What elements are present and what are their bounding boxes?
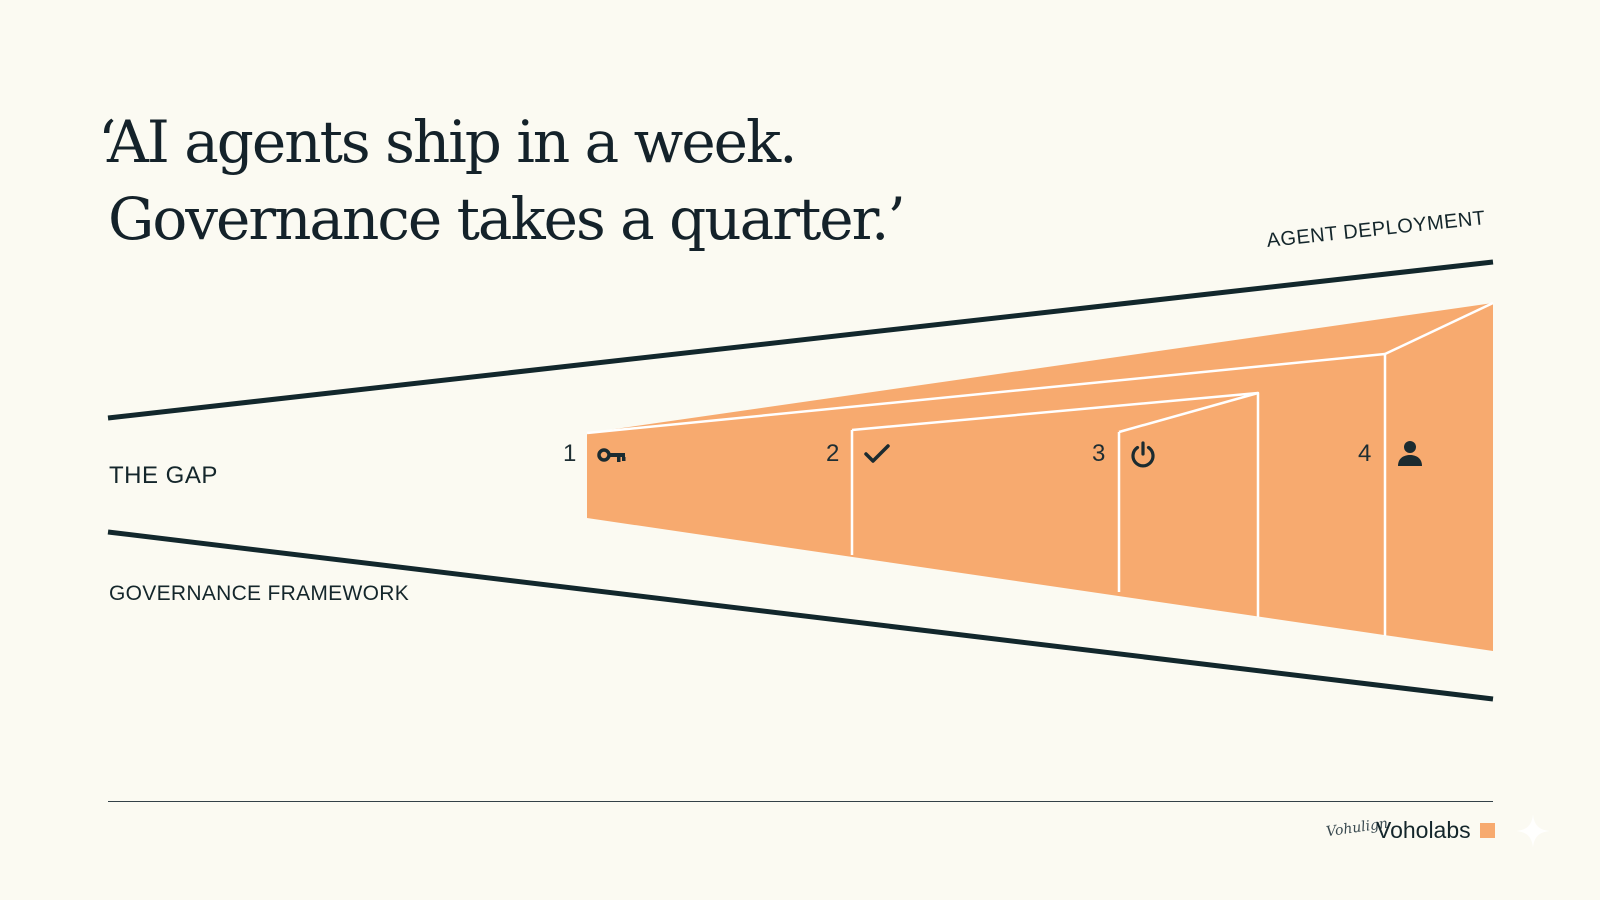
check-icon [864, 444, 890, 463]
wedge-panel-outlines [586, 301, 1494, 636]
governance-framework-label: GOVERNANCE FRAMEWORK [109, 582, 410, 605]
headline-line-2: Governance takes a quarter.’ [108, 185, 906, 253]
agent-deployment-line [107, 259, 1494, 421]
brand-square-icon [1480, 823, 1495, 838]
panel-3-edge [1118, 391, 1259, 434]
governance-framework-line [107, 529, 1494, 702]
headline-line-1: ‘AI agents ship in a week. [98, 108, 798, 176]
person-icon [1398, 441, 1422, 466]
headline: ‘AI agents ship in a week. Governance ta… [98, 104, 906, 258]
step-2-number: 2 [826, 440, 840, 467]
step-3-number: 3 [1092, 440, 1106, 467]
brand-name: Voholabs [1376, 817, 1471, 843]
the-gap-label: THE GAP [109, 462, 218, 489]
panel-4-edge [1384, 301, 1494, 356]
step-1-number: 1 [563, 440, 577, 467]
step-4-number: 4 [1358, 440, 1372, 467]
gap-wedge [587, 303, 1493, 651]
sparkle-icon [1516, 814, 1550, 848]
key-icon [597, 448, 626, 462]
power-icon [1131, 441, 1155, 468]
footer-divider [108, 801, 1493, 802]
